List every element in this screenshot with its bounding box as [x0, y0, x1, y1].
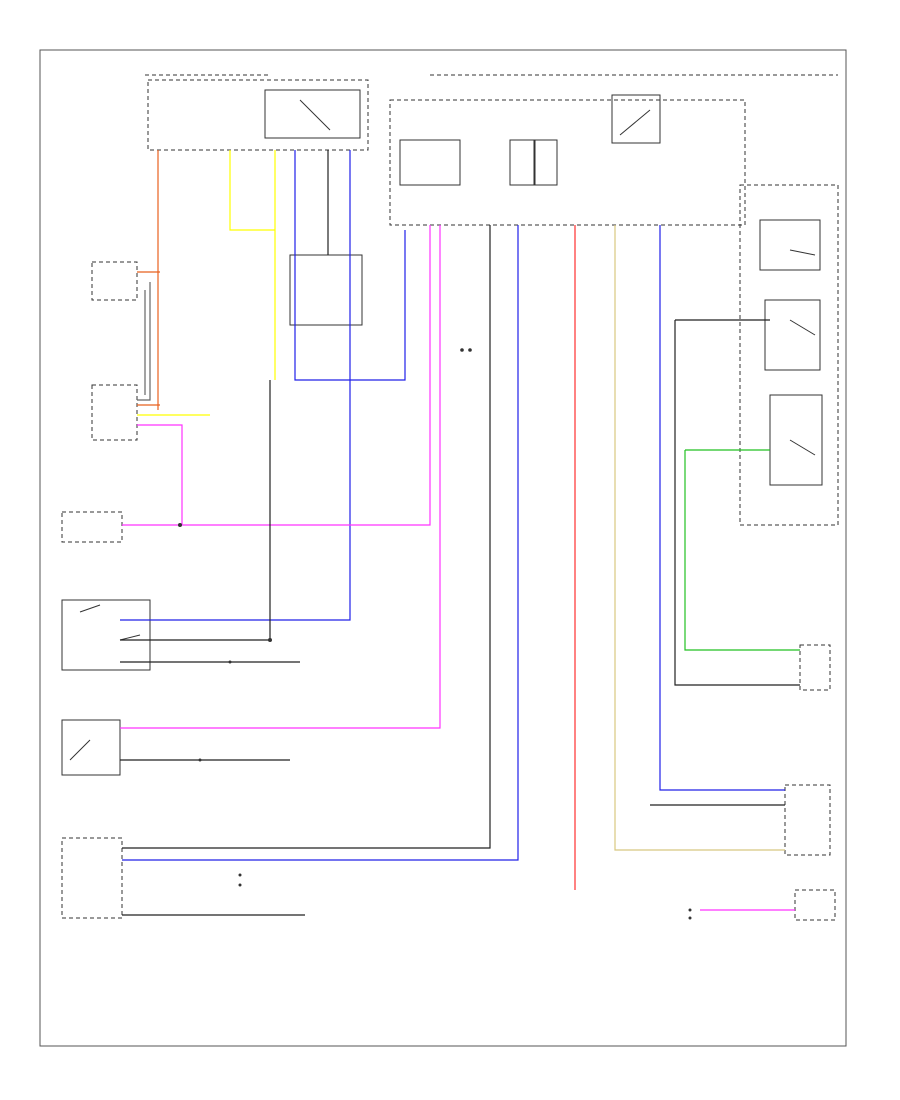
wiper-module-box	[289, 254, 363, 326]
wires	[120, 150, 800, 916]
wire-gray	[137, 282, 151, 401]
diagram-frame	[39, 49, 847, 1047]
left-components	[61, 261, 151, 919]
wire-magenta	[137, 424, 183, 525]
wire-black	[674, 320, 800, 686]
wire-blue	[122, 225, 519, 861]
wire-magenta	[120, 225, 441, 729]
wire-blue	[659, 225, 785, 791]
wire-blue	[120, 150, 351, 621]
wire-black	[120, 380, 271, 641]
left-fuse-block	[147, 79, 369, 151]
connector-markers	[178, 348, 692, 920]
wire-tan	[614, 225, 785, 851]
wire-black	[122, 225, 491, 849]
wire-green	[684, 450, 800, 651]
wire-magenta	[122, 225, 431, 526]
fuse-box	[389, 94, 746, 226]
wire-yellow	[229, 150, 275, 231]
right-bottom-components	[784, 644, 836, 921]
wiper-relay-box	[739, 184, 839, 526]
